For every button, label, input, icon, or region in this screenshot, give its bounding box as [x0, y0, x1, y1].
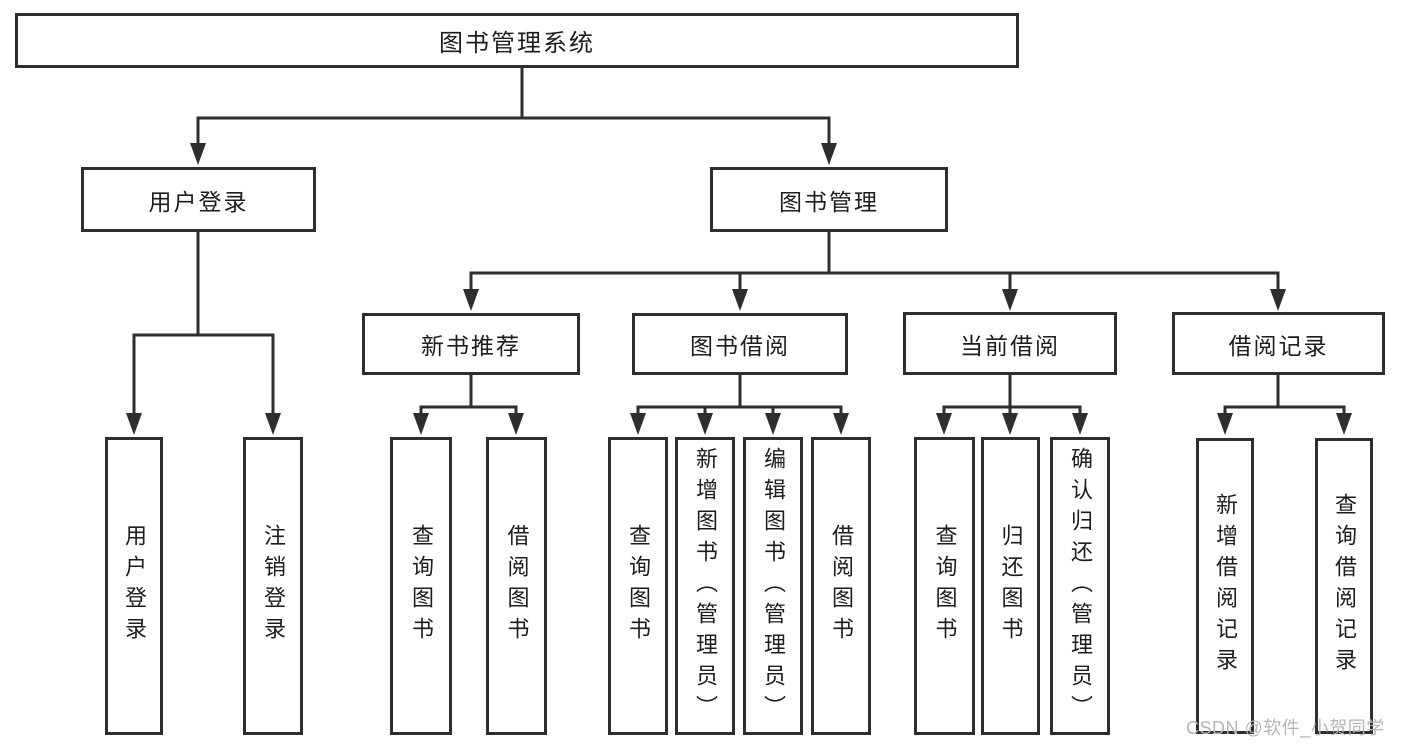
leaf-recommend-borrow-books: 借阅图书 — [486, 437, 547, 735]
node-library-management-system: 图书管理系统 — [15, 13, 1019, 68]
leaf-current-return-books: 归还图书 — [981, 437, 1040, 735]
node-new-book-recommend: 新书推荐 — [362, 313, 580, 375]
leaf-borrowing-edit-books-admin: 编辑图书（管理员） — [743, 437, 803, 735]
leaf-borrowing-add-books-admin: 新增图书（管理员） — [675, 437, 735, 735]
node-book-management: 图书管理 — [710, 167, 948, 232]
leaf-borrowing-borrow-books: 借阅图书 — [811, 437, 871, 735]
leaf-current-query-books: 查询图书 — [914, 437, 975, 735]
arrowheads — [126, 143, 1352, 435]
node-current-borrowing: 当前借阅 — [903, 312, 1117, 375]
node-book-borrowing: 图书借阅 — [632, 313, 848, 375]
leaf-current-confirm-return-admin: 确认归还（管理员） — [1050, 437, 1110, 735]
leaf-records-query-borrow-record: 查询借阅记录 — [1315, 438, 1373, 734]
node-borrowing-records: 借阅记录 — [1172, 312, 1385, 375]
leaf-records-add-borrow-record: 新增借阅记录 — [1196, 438, 1254, 734]
node-user-login: 用户登录 — [81, 167, 316, 232]
leaf-logout: 注销登录 — [243, 437, 303, 735]
leaf-recommend-query-books: 查询图书 — [390, 437, 452, 735]
csdn-watermark: CSDN @软件_小贺同学 — [1186, 718, 1385, 738]
leaf-borrowing-query-books: 查询图书 — [608, 437, 668, 735]
leaf-user-login: 用户登录 — [105, 437, 163, 735]
